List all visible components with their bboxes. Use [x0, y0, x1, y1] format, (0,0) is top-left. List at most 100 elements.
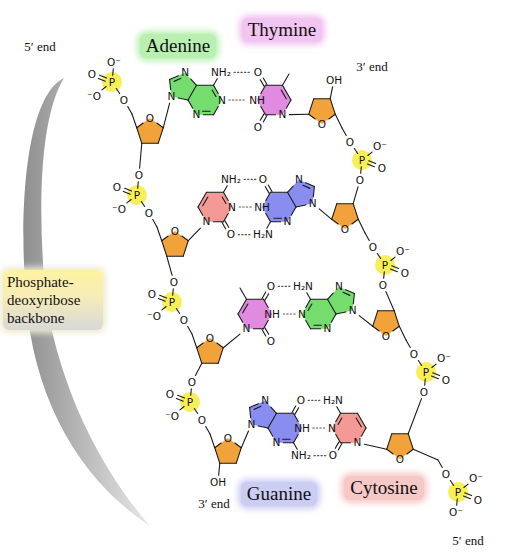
- covalent-bond: [289, 114, 308, 115]
- covalent-bond: [198, 192, 207, 207]
- atom-label: O: [379, 280, 387, 291]
- hydrogen-bond: [244, 179, 256, 180]
- atom-label: O: [369, 242, 377, 253]
- node-text: Guanine: [247, 483, 311, 504]
- atom-label: O: [329, 450, 337, 461]
- atom-label: N: [295, 174, 303, 185]
- covalent-bond: [387, 434, 392, 450]
- covalent-bond: [314, 98, 330, 99]
- atom-label: N: [218, 95, 226, 106]
- hydrogen-bond: [313, 427, 325, 428]
- covalent-bond: [178, 98, 188, 100]
- covalent-bond: [309, 99, 314, 115]
- covalent-bond: [214, 85, 219, 93]
- covalent-bond: [295, 408, 299, 414]
- covalent-bond: [112, 69, 114, 76]
- covalent-bond: [247, 299, 264, 300]
- covalent-bond: [330, 99, 335, 115]
- covalent-bond: [431, 376, 438, 379]
- covalent-bond: [286, 100, 291, 108]
- covalent-bond: [307, 293, 311, 299]
- covalent-bond: [465, 493, 472, 496]
- covalent-bond: [191, 79, 197, 85]
- strand-end-label: 3′ end: [198, 497, 229, 510]
- covalent-bond: [392, 266, 399, 269]
- atom-label: NH₂: [221, 174, 241, 185]
- covalent-bond: [238, 314, 243, 322]
- hydrogen-bond: [308, 400, 320, 401]
- base-name-label: Guanine: [241, 482, 317, 506]
- covalent-bond: [268, 185, 272, 191]
- covalent-bond: [283, 74, 290, 85]
- strand-end-label: 3′ end: [356, 60, 387, 73]
- atom-label: P: [359, 155, 365, 166]
- covalent-bond: [241, 431, 248, 448]
- node-text: Cytosine: [350, 477, 418, 498]
- covalent-bond: [383, 272, 385, 279]
- covalent-bond: [341, 413, 358, 414]
- covalent-bond: [332, 204, 337, 220]
- covalent-bond: [353, 294, 354, 304]
- covalent-bond: [338, 444, 342, 450]
- covalent-bond: [271, 407, 277, 413]
- covalent-bond: [188, 327, 192, 334]
- covalent-bond: [197, 348, 202, 364]
- atom-label: N: [273, 437, 281, 448]
- atom-label: N: [309, 198, 317, 209]
- covalent-bond: [214, 79, 218, 85]
- covalent-bond: [369, 161, 376, 164]
- covalent-bond: [158, 298, 165, 301]
- covalent-bond: [203, 197, 208, 206]
- covalent-bond: [352, 219, 358, 224]
- covalent-bond: [254, 406, 261, 409]
- covalent-bond: [127, 200, 131, 203]
- atom-label: O: [188, 377, 196, 388]
- atom-label: NH: [254, 202, 270, 213]
- covalent-bond: [353, 187, 358, 204]
- atom-label: O: [254, 67, 262, 78]
- covalent-bond: [100, 75, 107, 78]
- covalent-bond: [288, 186, 294, 192]
- covalent-bond: [330, 87, 332, 99]
- covalent-bond: [210, 434, 215, 448]
- atom-label: O: [410, 349, 418, 360]
- atom-label: O: [378, 163, 386, 174]
- covalent-bond: [261, 85, 266, 93]
- covalent-bond: [207, 192, 224, 193]
- covalent-bond: [277, 413, 294, 414]
- covalent-bond: [294, 435, 299, 443]
- atom-label: N: [298, 309, 306, 320]
- covalent-bond: [311, 328, 321, 329]
- covalent-bond: [128, 107, 132, 114]
- covalent-bond: [413, 449, 438, 460]
- atom-label: NH: [249, 95, 265, 106]
- phosphate-disc: [416, 362, 436, 382]
- covalent-bond: [172, 289, 174, 296]
- node-text: Phosphate- deoxyribose backbone: [7, 274, 80, 326]
- covalent-bond: [424, 379, 426, 386]
- covalent-bond: [266, 85, 283, 86]
- covalent-bond: [356, 418, 361, 427]
- covalent-bond: [361, 428, 366, 436]
- covalent-bond: [353, 204, 358, 220]
- covalent-bond: [331, 314, 336, 322]
- covalent-bond: [265, 328, 269, 334]
- covalent-bond: [337, 407, 341, 413]
- atom-label: O: [297, 395, 305, 406]
- covalent-bond: [288, 192, 297, 207]
- atom-label: OH: [210, 477, 226, 488]
- covalent-bond: [224, 192, 229, 200]
- covalent-bond: [194, 408, 197, 413]
- covalent-bond: [214, 107, 219, 115]
- node-text: Thymine: [248, 19, 317, 40]
- covalent-bond: [236, 448, 241, 464]
- hydrogen-bond: [278, 286, 290, 287]
- atom-label: O⁻: [449, 507, 463, 518]
- covalent-bond: [337, 203, 353, 204]
- covalent-bond: [261, 107, 266, 115]
- atom-label: O: [474, 495, 482, 506]
- covalent-bond: [222, 223, 226, 229]
- covalent-bond: [418, 360, 421, 365]
- covalent-bond: [336, 413, 341, 421]
